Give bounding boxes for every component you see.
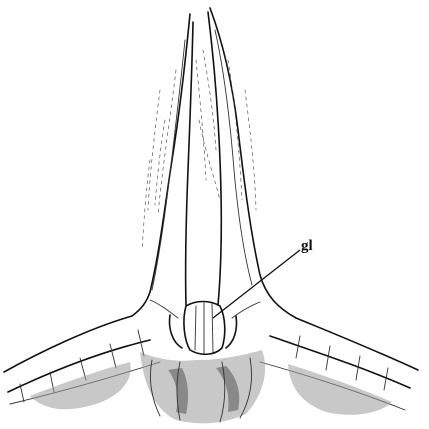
gl-annotation: gl xyxy=(213,238,313,318)
central-gland xyxy=(150,300,260,354)
right-spine xyxy=(208,8,296,318)
left-spine xyxy=(132,14,193,316)
lower-plates xyxy=(30,350,392,423)
inter-spine-streaks xyxy=(142,50,256,250)
gl-label: gl xyxy=(301,238,313,254)
